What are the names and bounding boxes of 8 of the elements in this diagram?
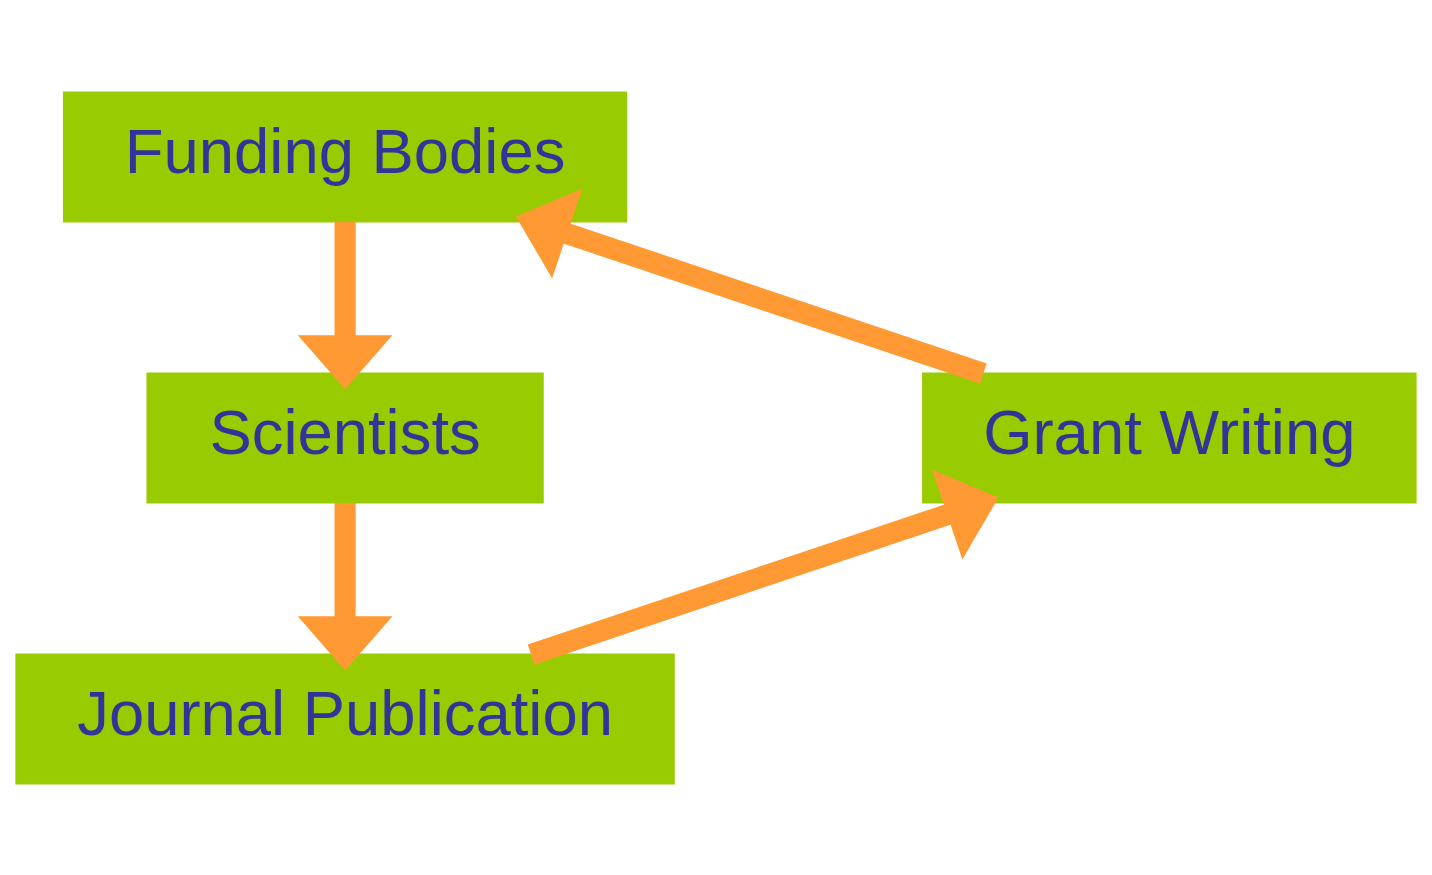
arrow: [527, 469, 999, 664]
arrow: [297, 221, 393, 389]
arrow: [297, 502, 393, 670]
node-box: Scientists: [146, 372, 544, 503]
arrow: [515, 188, 987, 383]
node-box: Grant Writing: [922, 372, 1417, 503]
node-box: Funding Bodies: [62, 90, 628, 222]
node-box: Journal Publication: [15, 653, 675, 785]
